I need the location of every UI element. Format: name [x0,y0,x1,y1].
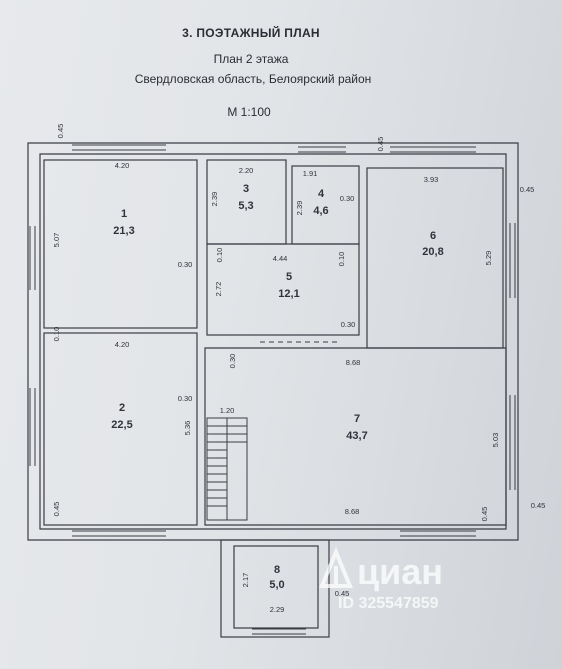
dim-label: 2.72 [214,282,223,297]
dim-label: 4.44 [273,254,288,263]
room-3-number: 3 [243,183,249,195]
room-5-number: 5 [286,271,292,283]
dim-label: 2.20 [239,166,254,175]
dim-label: 2.17 [241,573,250,588]
dim-label: 3.93 [424,175,439,184]
dim-label: 0.30 [178,260,193,269]
dim-label: 1.20 [220,406,235,415]
plan-scale: М 1:100 [227,105,271,119]
plan-location: Свердловская область, Белоярский район [134,72,372,86]
dim-label: 8.68 [345,507,360,516]
cian-logo-icon [319,546,353,588]
dim-label: 2.39 [210,192,219,207]
dim-label: 5.07 [52,233,61,248]
plan-title: 3. ПОЭТАЖНЫЙ ПЛАН [182,26,320,40]
room-8-inner [233,545,319,629]
dim-label: 0.30 [228,354,237,369]
room-7-number: 7 [354,413,360,425]
dim-label: 0.10 [337,252,346,267]
watermark-id: ID 325547859 [338,595,439,612]
dim-label: 0.45 [335,589,350,598]
room-8-area: 5,0 [269,579,284,591]
dim-label: 0.45 [52,502,61,517]
room-6-area: 20,8 [422,246,443,258]
watermark-brand: циан [357,551,443,592]
room-2-number: 2 [119,402,125,414]
room-1-outline [43,159,198,329]
room-2-outline [43,332,198,526]
dim-label: 0.45 [520,185,535,194]
dim-label: 0.45 [480,507,489,522]
outer-wall-inner [39,153,507,530]
room-4-area: 4,6 [313,205,328,217]
dim-label: 0.30 [178,394,193,403]
room-1-number: 1 [121,208,127,220]
dim-label: 2.29 [270,605,285,614]
dim-label: 0.45 [56,124,65,139]
outer-wall [27,142,519,541]
room-6-number: 6 [430,230,436,242]
room-8-outline [220,539,330,638]
dim-label: 0.45 [531,501,546,510]
room-7-outline [204,347,507,526]
dim-label: 0.45 [376,137,385,152]
dim-label: 5.03 [491,433,500,448]
dim-label: 0.10 [52,327,61,342]
room-3-area: 5,3 [238,200,253,212]
room-5-area: 12,1 [278,288,299,300]
dim-label: 8.68 [346,358,361,367]
dim-label: 2.39 [295,201,304,216]
plan-subtitle: План 2 этажа [213,52,289,66]
room-8-number: 8 [274,564,280,576]
dim-label: 5.36 [183,421,192,436]
room-1-area: 21,3 [113,225,134,237]
dim-label: 0.10 [215,248,224,263]
room-5-outline [206,243,360,336]
dim-label: 0.30 [341,320,356,329]
room-4-number: 4 [318,188,325,200]
dim-label: 1.91 [303,169,318,178]
room-6-outline [366,167,504,349]
room-7-area: 43,7 [346,430,367,442]
dim-label: 4.20 [115,161,130,170]
dim-label: 0.30 [340,194,355,203]
room-2-area: 22,5 [111,419,132,431]
dim-label: 5.29 [484,251,493,266]
dim-label: 4.20 [115,340,130,349]
